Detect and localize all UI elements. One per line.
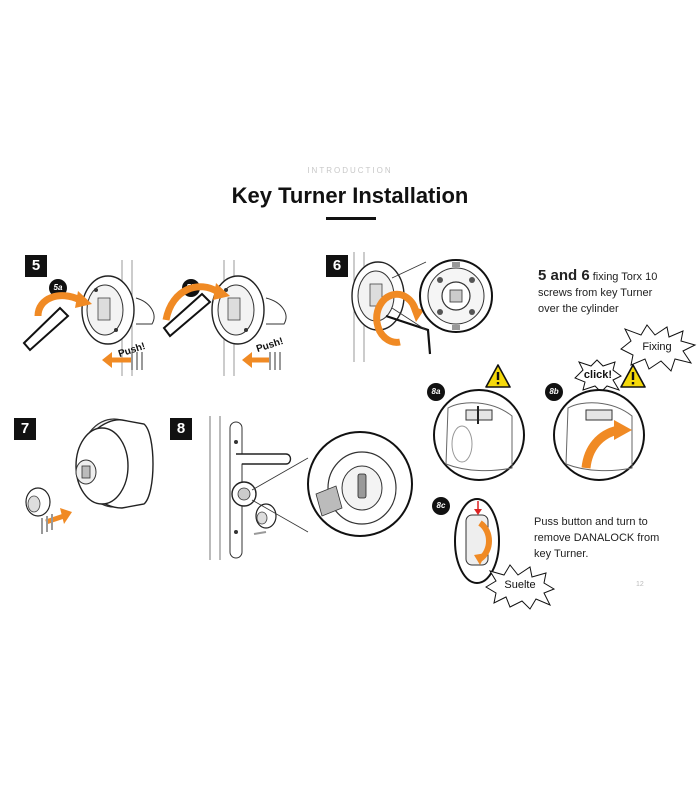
fixing-label: Fixing	[642, 341, 672, 353]
step-number-7: 7	[14, 418, 36, 440]
step-5-6-line-2: screws from key Turner	[538, 287, 653, 299]
illustration-7	[25, 418, 154, 534]
suelte-burst	[485, 564, 556, 610]
illustration-8	[209, 416, 413, 560]
page-number: 12	[636, 581, 644, 588]
page-title: Key Turner Installation	[231, 183, 469, 208]
warning-icon	[620, 364, 646, 388]
illustration-8b	[553, 389, 645, 481]
illustration-5b	[162, 260, 287, 376]
badge-8b: 8b	[545, 383, 563, 401]
badge-8a: 8a	[427, 383, 445, 401]
step-5-6-line-3: over the cylinder	[538, 303, 619, 315]
step-number-6: 6	[326, 255, 348, 277]
step-5-6-rest: fixing Torx 10	[589, 271, 658, 283]
illustration-5a	[22, 260, 155, 376]
step-8c-line-2: remove DANALOCK from	[534, 532, 660, 544]
fixing-burst	[620, 324, 697, 372]
illustration-6	[351, 252, 493, 362]
illustration-8c	[454, 498, 500, 584]
suelte-label: Suelte	[504, 579, 536, 591]
click-label: click!	[583, 369, 613, 381]
step-5-6-lead: 5 and 6	[538, 267, 590, 284]
step-8c-description: Puss button and turn to remove DANALOCK …	[534, 514, 694, 562]
step-5-6-description: 5 and 6 fixing Torx 10 screws from key T…	[538, 268, 688, 317]
click-burst	[574, 359, 622, 393]
badge-8c: 8c	[432, 497, 450, 515]
step-number-8: 8	[170, 418, 192, 440]
illustration-8a	[433, 389, 525, 481]
step-8c-line-1: Puss button and turn to	[534, 516, 648, 528]
step-number-5: 5	[25, 255, 47, 277]
title-underline	[326, 217, 376, 220]
step-8c-line-3: key Turner.	[534, 548, 589, 560]
section-label: INTRODUCTION	[307, 166, 393, 175]
warning-icon	[485, 364, 511, 388]
